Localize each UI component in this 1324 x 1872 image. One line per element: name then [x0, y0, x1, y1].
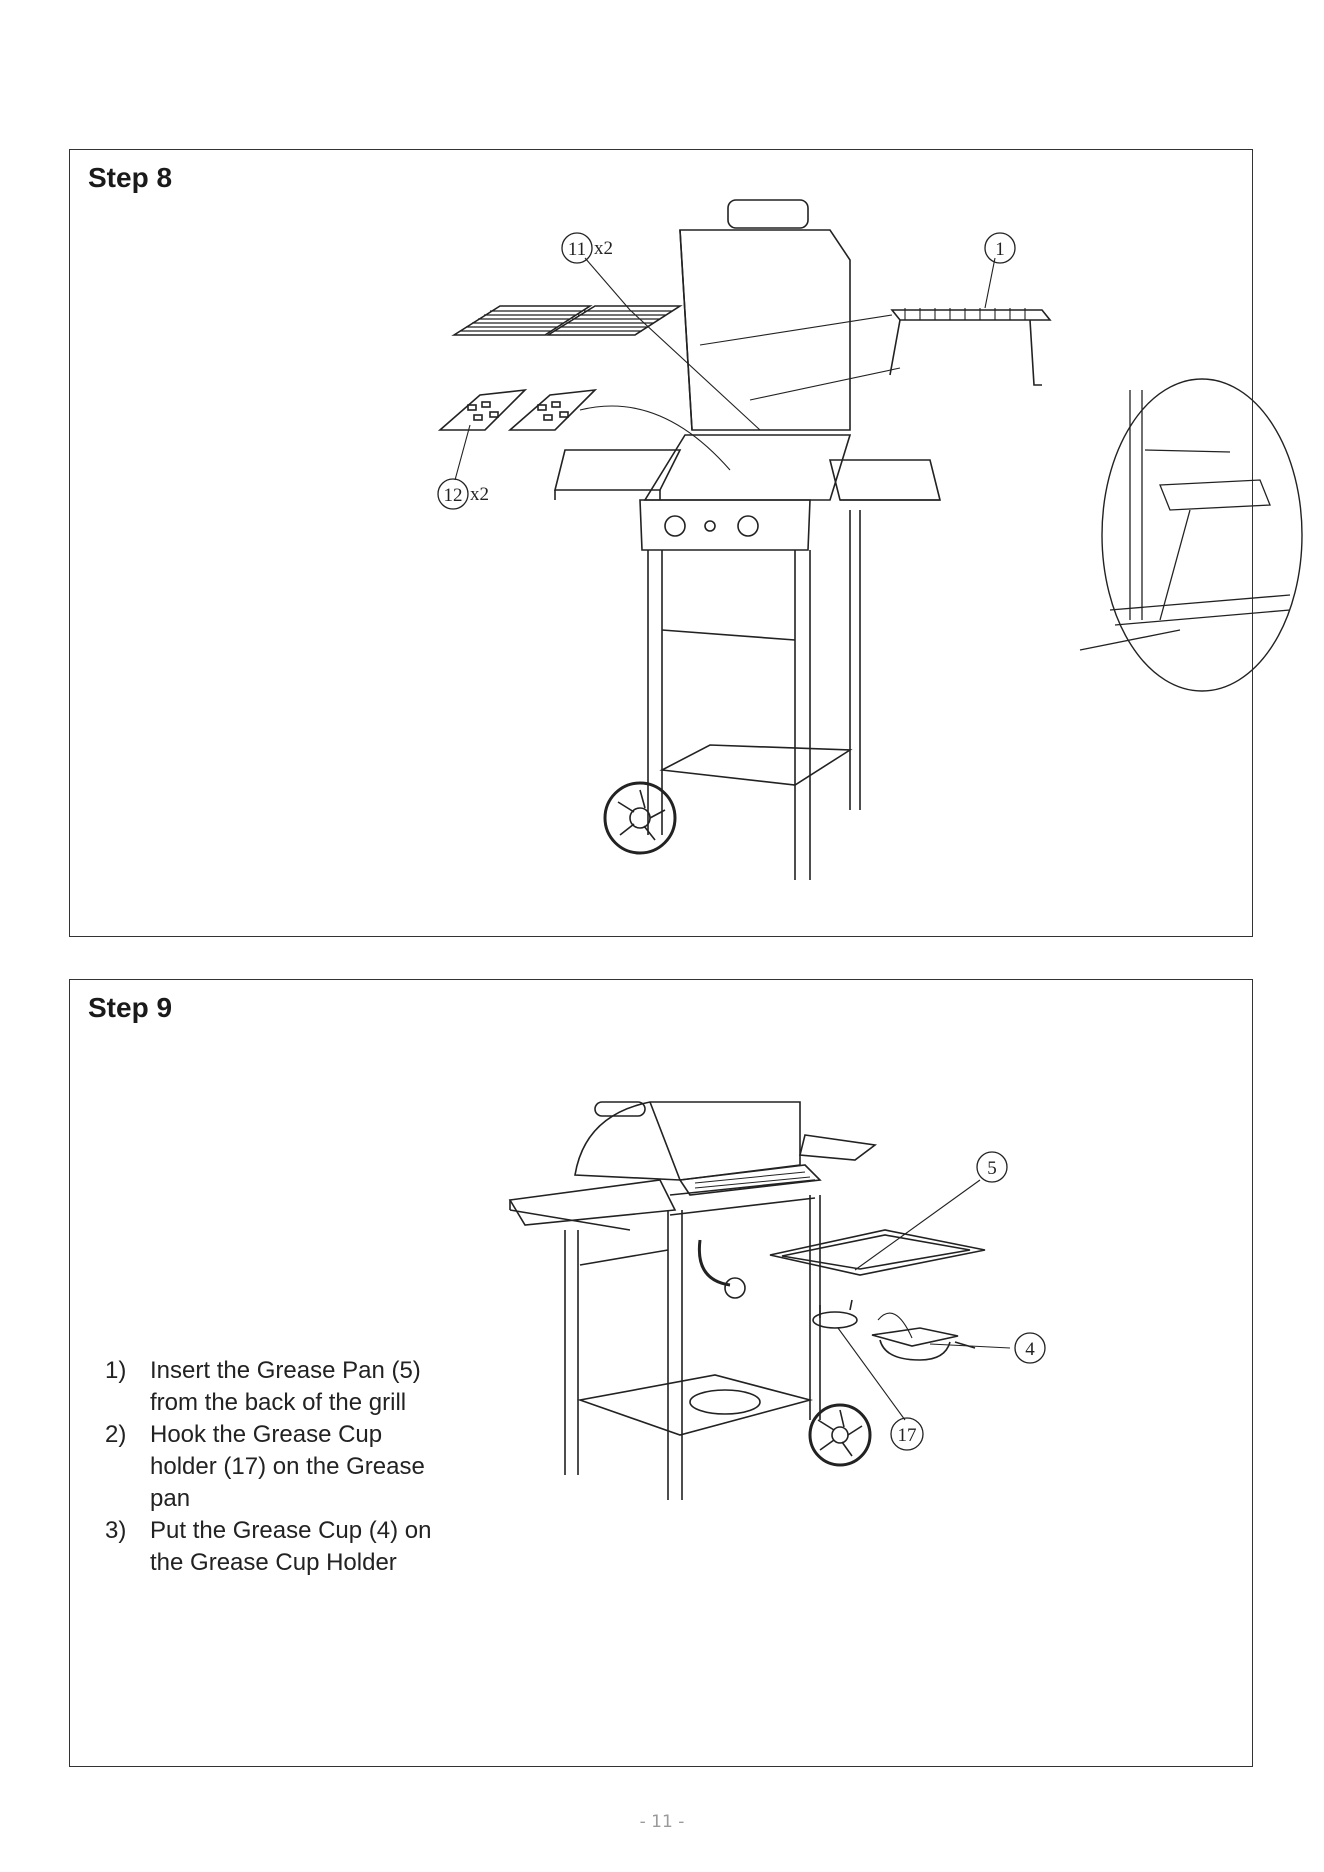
svg-text:x2: x2 — [470, 484, 489, 505]
detail-inset — [1080, 379, 1302, 691]
svg-text:11: 11 — [568, 239, 586, 260]
step-8-title: Step 8 — [88, 162, 172, 194]
page-number: - 11 - — [0, 1812, 1324, 1832]
heat-tent-left — [440, 390, 525, 430]
callout-part-4: 4 — [1015, 1333, 1045, 1363]
svg-text:x2: x2 — [594, 238, 613, 259]
svg-text:1: 1 — [995, 239, 1005, 260]
step-8-panel: Step 8 — [69, 149, 1253, 937]
callout-part-11: 11 x2 — [562, 233, 613, 263]
instruction-item: 1) Insert the Grease Pan (5) from the ba… — [105, 1355, 435, 1419]
step-9-instructions: 1) Insert the Grease Pan (5) from the ba… — [105, 1355, 435, 1579]
callout-part-12: 12 x2 — [438, 479, 489, 509]
callout-part-17: 17 — [891, 1418, 923, 1450]
warming-rack — [890, 308, 1050, 385]
step-9-title: Step 9 — [88, 992, 172, 1024]
step-9-illustration: 5 4 17 — [500, 1080, 1240, 1620]
instruction-item: 2) Hook the Grease Cup holder (17) on th… — [105, 1419, 435, 1515]
svg-text:4: 4 — [1025, 1339, 1035, 1360]
grease-cup — [872, 1328, 975, 1360]
leader-lines — [838, 1180, 1010, 1420]
callout-part-1: 1 — [985, 233, 1015, 263]
callout-part-5: 5 — [977, 1152, 1007, 1182]
step-9-panel: Step 9 1) Insert the Grease Pan (5) from… — [69, 979, 1253, 1767]
step-8-illustration: 11 x2 1 12 x2 — [430, 190, 1310, 910]
svg-text:17: 17 — [898, 1425, 917, 1446]
grill-assembled — [555, 200, 940, 880]
grease-pan — [770, 1230, 985, 1275]
leader-lines — [455, 258, 995, 480]
svg-text:12: 12 — [444, 485, 463, 506]
svg-text:5: 5 — [987, 1158, 997, 1179]
instruction-item: 3) Put the Grease Cup (4) on the Grease … — [105, 1515, 435, 1579]
grill-rear-view — [510, 1102, 875, 1500]
